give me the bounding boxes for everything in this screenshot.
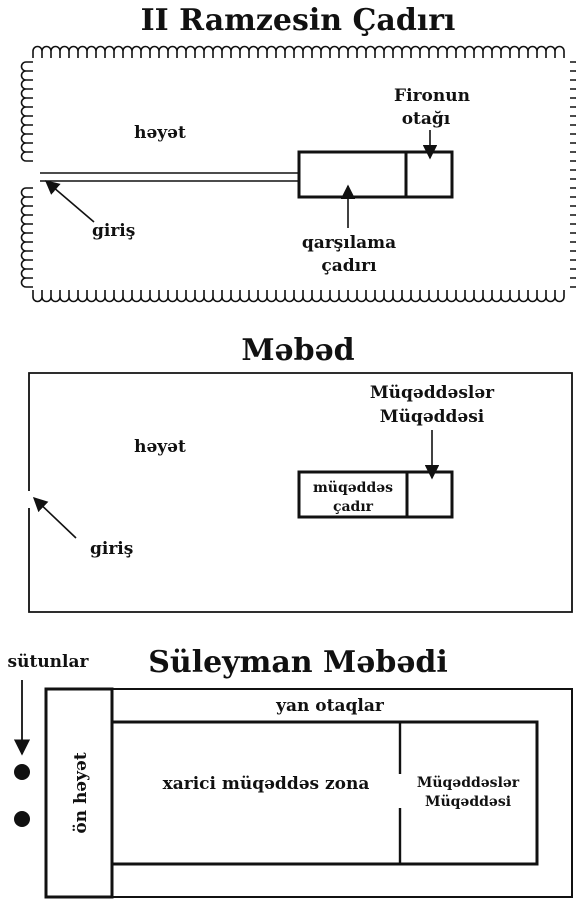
column-2 [14, 811, 30, 827]
holy-tent [297, 470, 454, 519]
holy-of-holies-label-2: Müqəddəsi [380, 407, 485, 427]
holy-tent-label-2: çadır [333, 499, 374, 515]
pharaoh-room-label-1: Fironun [394, 86, 470, 106]
reception-label-1: qarşılama [302, 233, 396, 253]
outer-holy-zone-label: xarici müqəddəs zona [163, 774, 370, 794]
tabernacle-entrance-arrow [32, 497, 77, 539]
entrance-arrow [44, 180, 95, 223]
holy-of-holies-label-3b: Müqəddəsi [425, 794, 511, 810]
reception-label-2: çadırı [321, 256, 377, 276]
solomon-temple-diagram: sütunlar Süleyman Məbədi yan otaqlar ön … [8, 645, 573, 899]
tabernacle-courtyard-label: həyət [134, 437, 186, 457]
fence-top [32, 45, 565, 58]
tabernacle-entrance-label: giriş [90, 539, 133, 559]
diagram2-title: Məbəd [241, 333, 354, 368]
diagram3-title: Süleyman Məbədi [148, 645, 448, 680]
fence-left [20, 61, 33, 288]
fence-right [570, 61, 576, 288]
tabernacle-courtyard-wall [28, 372, 573, 613]
columns-label: sütunlar [8, 652, 90, 672]
entrance-label: giriş [92, 221, 135, 241]
holy-tent-label-1: müqəddəs [313, 480, 393, 496]
fence-border [20, 45, 576, 303]
temple-inner-building [110, 720, 539, 866]
fence-bottom [32, 290, 565, 303]
side-rooms-label: yan otaqlar [275, 696, 385, 716]
porch-label: ön həyət [71, 752, 91, 833]
pharaoh-room-label-2: otağı [402, 109, 451, 129]
courtyard-label: həyət [134, 123, 186, 143]
ramesses-tent-diagram: II Ramzesin Çadırı həyət Fironun otağı g… [20, 3, 576, 303]
reception-tent [297, 150, 454, 199]
diagram1-title: II Ramzesin Çadırı [141, 3, 456, 38]
tabernacle-diagram: Məbəd Müqəddəslər Müqəddəsi həyət müqədd… [28, 333, 573, 613]
holy-of-holies-label-1: Müqəddəslər [370, 383, 495, 403]
column-1 [14, 764, 30, 780]
holy-of-holies-label-3a: Müqəddəslər [417, 775, 520, 791]
